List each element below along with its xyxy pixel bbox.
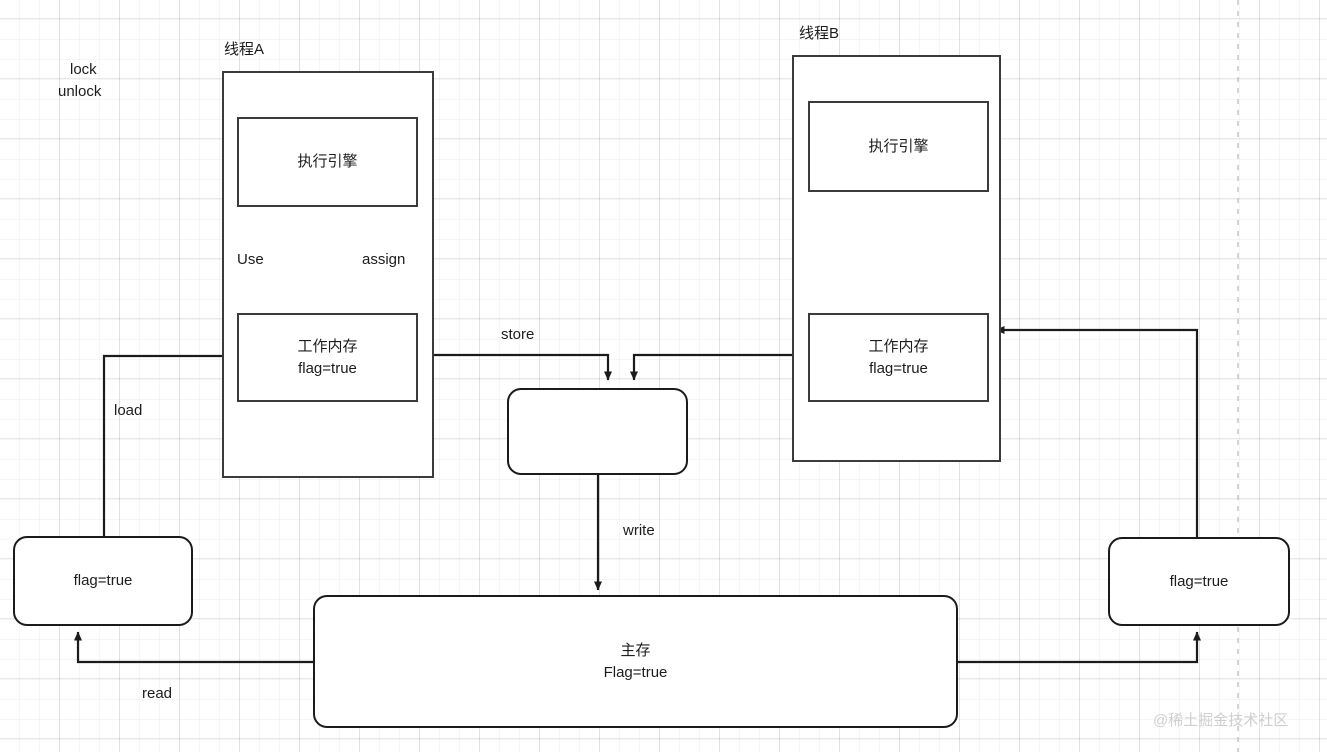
watermark: @稀土掘金技术社区 bbox=[1153, 712, 1289, 729]
left-flag-node[interactable]: flag=true bbox=[13, 536, 193, 626]
edge-load bbox=[102, 352, 233, 536]
thread-b-working-memory-label: 工作内存 bbox=[868, 337, 929, 355]
thread-a-execution-engine[interactable]: 执行引擎 bbox=[237, 117, 418, 207]
thread-b-engine-label: 执行引擎 bbox=[868, 137, 929, 155]
edge-store-b bbox=[630, 353, 808, 381]
right-flag-node[interactable]: flag=true bbox=[1108, 537, 1290, 626]
thread-a-working-memory[interactable]: 工作内存 flag=true bbox=[237, 313, 418, 402]
edge-label-load: load bbox=[114, 402, 143, 419]
main-memory-label: 主存 bbox=[620, 641, 651, 659]
thread-b-execution-engine[interactable]: 执行引擎 bbox=[808, 101, 989, 192]
thread-b-working-memory[interactable]: 工作内存 flag=true bbox=[808, 313, 989, 402]
main-memory-node[interactable]: 主存 Flag=true bbox=[313, 595, 958, 728]
thread-a-engine-label: 执行引擎 bbox=[297, 153, 358, 171]
edge-label-write: write bbox=[623, 522, 655, 539]
thread-a-title: 线程A bbox=[224, 41, 265, 58]
thread-b-title: 线程B bbox=[799, 25, 840, 42]
thread-a-working-memory-label: 工作内存 bbox=[297, 337, 358, 355]
unlock-note-line2: unlock bbox=[58, 83, 102, 100]
main-memory-value: Flag=true bbox=[603, 663, 668, 681]
edge-label-assign: assign bbox=[362, 251, 406, 268]
edge-label-store: store bbox=[501, 326, 535, 343]
lock-note-line1: lock bbox=[70, 61, 97, 78]
edge-right-to-b bbox=[995, 326, 1199, 537]
edge-main-to-right bbox=[958, 631, 1201, 664]
edge-read bbox=[74, 631, 313, 664]
left-flag-label: flag=true bbox=[73, 572, 133, 590]
edge-label-read: read bbox=[142, 685, 173, 702]
right-flag-label: flag=true bbox=[1169, 572, 1229, 590]
thread-a-working-memory-value: flag=true bbox=[298, 359, 357, 377]
edge-store-a bbox=[418, 353, 612, 381]
edge-label-use: Use bbox=[237, 251, 264, 268]
buffer-node[interactable] bbox=[507, 388, 688, 475]
thread-b-working-memory-value: flag=true bbox=[869, 359, 928, 377]
